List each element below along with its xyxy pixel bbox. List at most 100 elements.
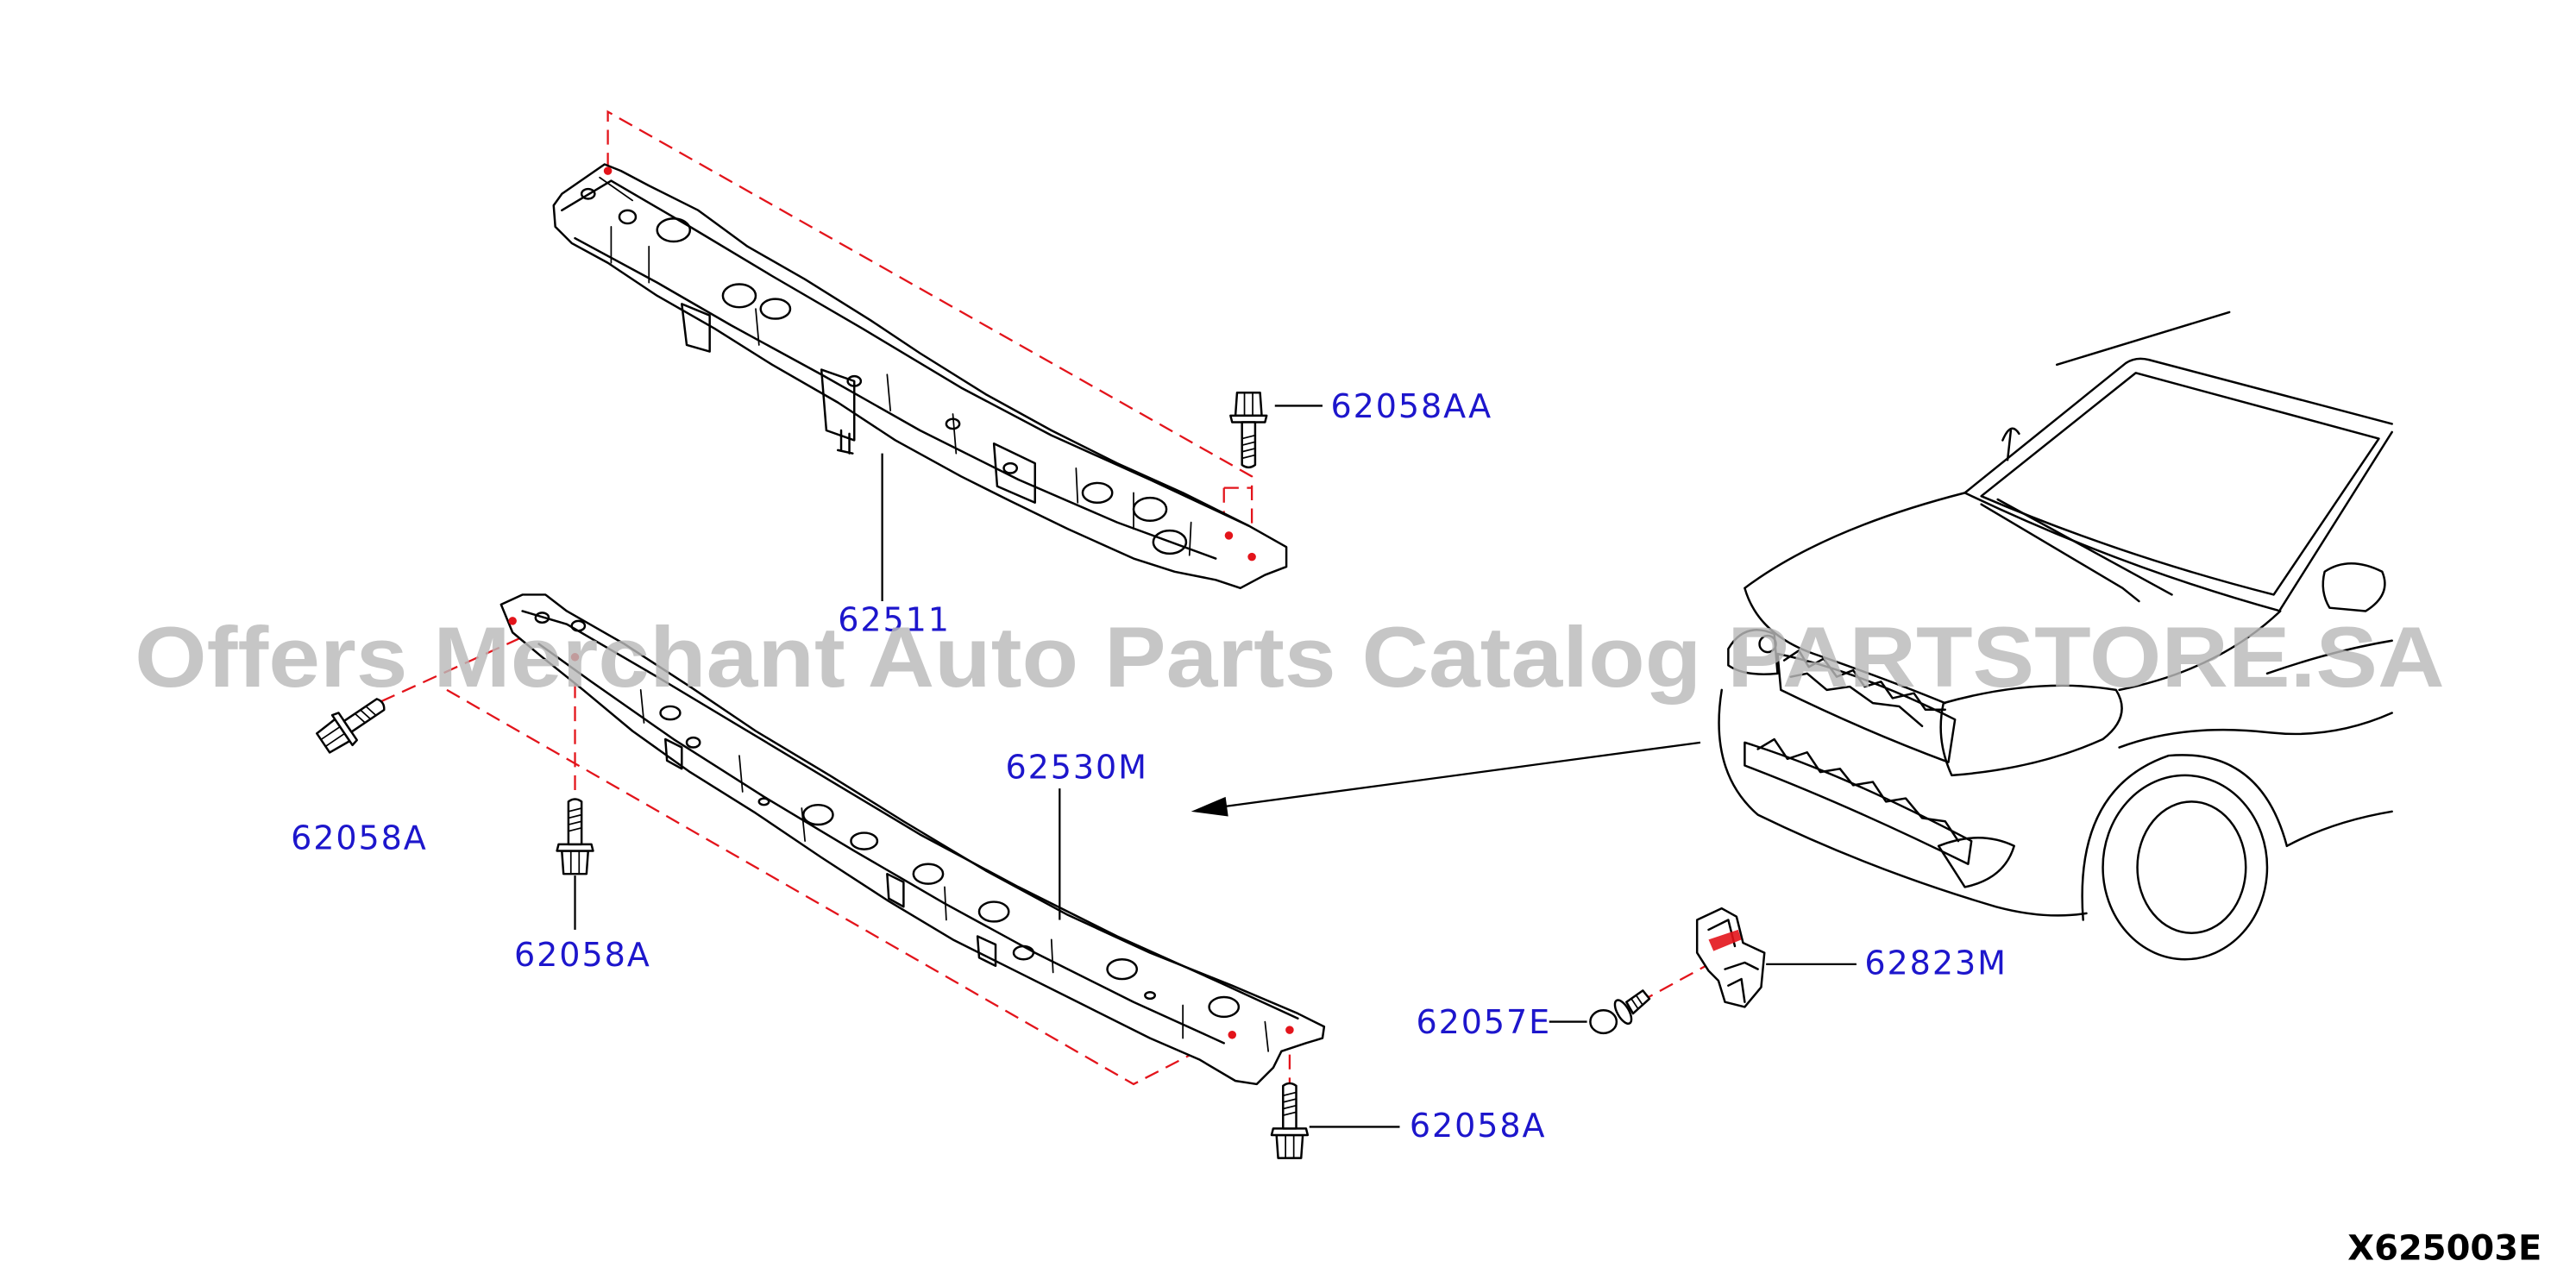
lower-member-hole	[534, 612, 550, 624]
lower-member-boss	[1208, 995, 1241, 1019]
vehicle-bumper	[1718, 688, 2088, 917]
vehicle-upper-grille	[1776, 652, 1957, 763]
vehicle-front-structure	[1756, 649, 1960, 843]
vehicle-rim	[2136, 800, 2247, 934]
upper-member-boss	[1132, 496, 1168, 522]
callout-62058AA[interactable]: 62058AA	[1331, 387, 1493, 425]
bracket-62823M	[1695, 907, 1766, 1008]
upper-member-boss	[721, 283, 757, 309]
upper-member-boss	[1152, 529, 1188, 555]
bolt-head-facets	[1285, 1134, 1295, 1159]
vehicle-headlight-left	[1727, 629, 1779, 675]
bolt-62058AA	[1229, 391, 1268, 469]
vehicle-emblem	[1758, 634, 1777, 654]
lower-member-mount-hole	[508, 617, 517, 625]
vehicle-tire	[2102, 774, 2269, 961]
bolt-flange	[330, 712, 359, 747]
bracket-body	[1695, 907, 1766, 1008]
callout-62058A-left[interactable]: 62058A	[291, 819, 428, 857]
watermark: Offers Merchant Auto Parts Catalog PARTS…	[135, 609, 2444, 705]
bolt-shaft	[342, 698, 386, 733]
lower-member-assembly-line	[380, 633, 1291, 1086]
vehicle-headlight-right	[1939, 684, 2123, 777]
bolt-thread	[1241, 434, 1256, 460]
bolt-head-facets	[320, 725, 346, 748]
bolt-head-facets	[1243, 392, 1253, 417]
lower-member-hole	[757, 797, 770, 806]
callout-62823M[interactable]: 62823M	[1864, 944, 2007, 982]
bolt-thread	[568, 807, 582, 832]
locator-arrow-head	[1191, 796, 1228, 817]
upper-member-mount-hole	[603, 166, 613, 175]
upper-member-outline	[552, 163, 1288, 590]
bolt-head	[1234, 391, 1263, 417]
clip-assembly-line	[1638, 962, 1712, 1003]
vehicle-roof	[2055, 311, 2231, 367]
bolt-flange	[556, 843, 594, 852]
upper-member-assembly	[552, 110, 1288, 590]
bolt-thread	[1282, 1091, 1297, 1116]
upper-member-top-edge	[561, 179, 1250, 527]
vehicle-side-sill	[2285, 810, 2393, 848]
vehicle-windshield-frame	[1963, 357, 2393, 611]
upper-member-stud	[836, 429, 854, 455]
bolt-flange	[1270, 1127, 1310, 1137]
lower-member-mount-hole	[1228, 1031, 1237, 1039]
clip-ridges	[1630, 995, 1644, 1010]
callout-62511[interactable]: 62511	[838, 600, 951, 638]
lower-member-boss	[801, 803, 834, 826]
callout-62057E[interactable]: 62057E	[1417, 1003, 1552, 1041]
upper-member-mount-hole	[1224, 531, 1234, 540]
upper-member-hole	[618, 209, 638, 225]
bolt-head	[1275, 1133, 1304, 1159]
upper-member-hole	[580, 187, 596, 200]
bolt-flange	[1229, 414, 1268, 424]
callout-62058A-bottom[interactable]: 62058A	[514, 936, 651, 974]
lower-member-hole	[685, 736, 701, 749]
vehicle-hood	[1744, 492, 2282, 705]
lower-member-hole	[570, 619, 587, 632]
diagram-id: X625003E	[2347, 1229, 2541, 1269]
lower-member-mount-hole	[1285, 1026, 1294, 1034]
lower-member-tab	[664, 737, 997, 968]
locator-arrow-line	[1223, 741, 1701, 808]
lower-member-boss	[1106, 957, 1139, 981]
callout-62530M[interactable]: 62530M	[1005, 749, 1147, 787]
bolt-62058A-bottom	[556, 798, 594, 875]
upper-member-bracket	[681, 303, 1036, 505]
lower-member-mount-hole	[570, 653, 580, 662]
callout-62058A-right[interactable]: 62058A	[1410, 1107, 1547, 1145]
upper-member-lower-flange	[574, 236, 1217, 560]
bolt-62058A-right	[1270, 1082, 1310, 1159]
vehicle-wipers	[1980, 498, 2173, 603]
lower-member-boss	[850, 831, 879, 850]
lower-member-hole	[1144, 991, 1156, 1001]
bolt-62058A-left	[316, 698, 386, 754]
vehicle-fender	[2118, 639, 2393, 749]
clip-shaft	[1625, 989, 1651, 1015]
lower-member-top-edge	[521, 610, 1299, 1020]
vehicle-lower-grille	[1744, 741, 1973, 865]
upper-member-boss	[656, 217, 692, 243]
upper-member-hole	[1002, 461, 1019, 474]
upper-member-mount-hole	[1247, 552, 1256, 562]
lower-member-lower-flange	[537, 643, 1225, 1045]
upper-member-boss	[759, 298, 792, 320]
lower-member-hole	[1012, 944, 1035, 961]
vehicle-windshield-glass	[1980, 372, 2380, 596]
clip-head	[1589, 1008, 1618, 1035]
clip-flange	[1613, 999, 1633, 1025]
vehicle-fog-lamp	[1937, 837, 2015, 888]
upper-member-hole	[945, 417, 961, 430]
upper-member-boss	[1081, 481, 1114, 505]
vehicle-wheel-arch	[2081, 754, 2289, 921]
vehicle-antenna	[2001, 427, 2020, 461]
lower-member-boss	[912, 863, 945, 885]
lower-member-boss	[977, 900, 1010, 923]
lower-member-ribs	[639, 689, 1270, 1052]
lower-member-outline	[499, 593, 1326, 1086]
bracket-clip-hole	[1708, 929, 1742, 951]
clip-62057E	[1589, 989, 1651, 1035]
lower-member-assembly	[380, 593, 1326, 1086]
